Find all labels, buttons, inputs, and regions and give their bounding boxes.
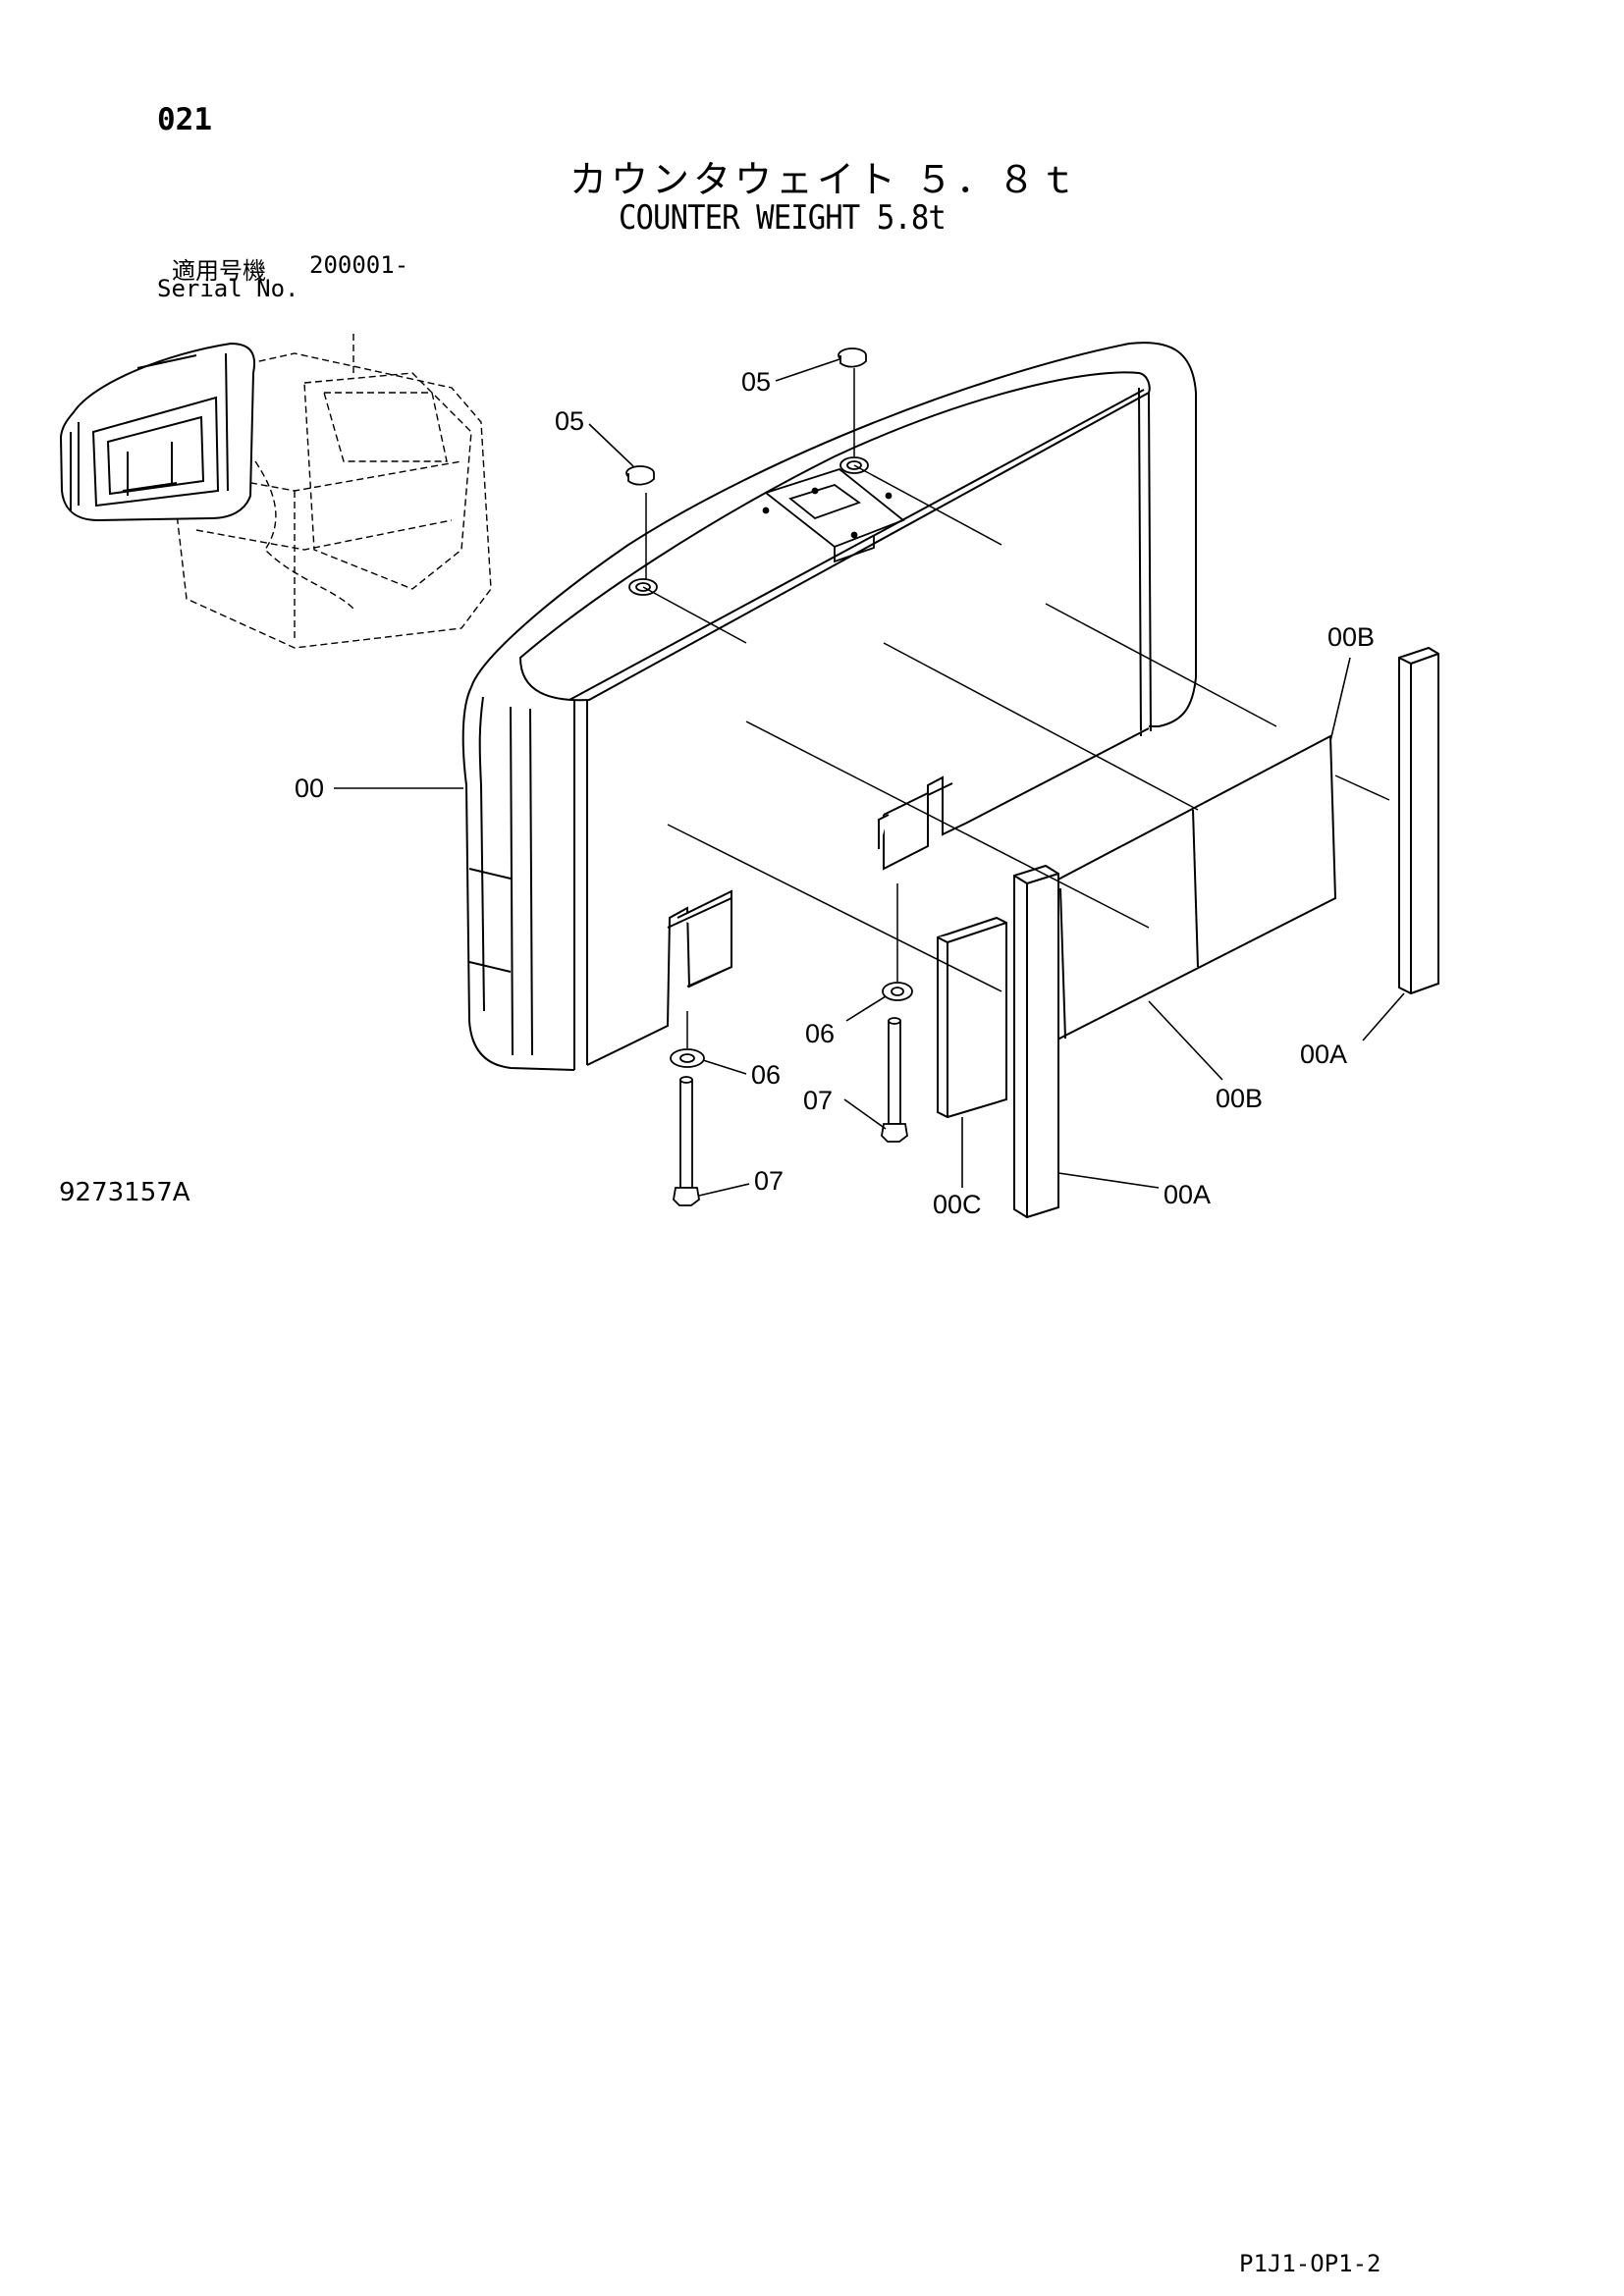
page-title-english: COUNTER WEIGHT 5.8t xyxy=(619,198,947,238)
block-00c xyxy=(937,916,1007,1119)
washer-06 xyxy=(670,982,913,1068)
inset-counterweight xyxy=(59,342,255,522)
leader-lines xyxy=(334,358,1405,1197)
callout-00b-bottom: 00B xyxy=(1216,1084,1263,1113)
projection-lines xyxy=(642,368,1390,1048)
callout-00-body: 00 xyxy=(295,774,324,803)
callout-00a-right: 00A xyxy=(1300,1040,1347,1069)
drawing-number: 9273157A xyxy=(59,1178,190,1207)
page-title-japanese: カウンタウェイト ５．８ｔ xyxy=(569,158,1081,201)
block-00a xyxy=(1013,646,1439,1219)
callout-00b-top: 00B xyxy=(1327,622,1375,652)
callout-07-mid: 07 xyxy=(803,1086,833,1115)
callout-05-top: 05 xyxy=(741,367,771,397)
callout-06-right: 06 xyxy=(805,1019,835,1048)
serial-number-range: 200001- xyxy=(309,251,409,279)
callout-labels: 05 05 00 00B 06 06 07 07 00C 00A 00B 00A xyxy=(295,367,1375,1219)
page-number: 021 xyxy=(157,102,212,137)
machine-overview-inset xyxy=(171,334,492,649)
callout-00c: 00C xyxy=(933,1190,982,1219)
bolt-07 xyxy=(673,1017,908,1206)
counterweight-body xyxy=(461,342,1197,1071)
callout-07-bottom: 07 xyxy=(754,1166,784,1196)
callout-05-left: 05 xyxy=(555,406,584,436)
block-00b xyxy=(1049,734,1337,1042)
callout-06-left: 06 xyxy=(751,1060,781,1090)
serial-label-japanese: 適用号機 xyxy=(172,257,266,285)
callout-00a-bottom: 00A xyxy=(1164,1180,1211,1209)
sheet-code: P1J1-OP1-2 xyxy=(1239,2250,1381,2277)
plug-05 xyxy=(625,347,869,596)
serial-label-english: Serial No. xyxy=(157,275,299,302)
top-plate xyxy=(762,467,905,563)
